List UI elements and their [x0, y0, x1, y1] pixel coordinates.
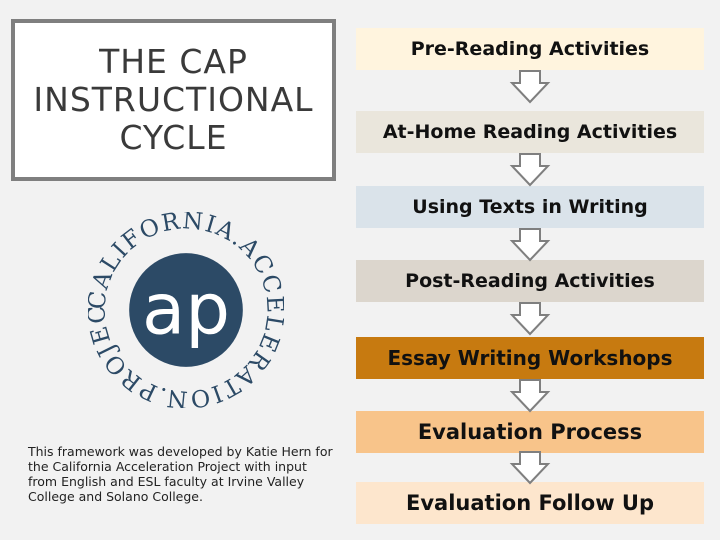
logo-inner-circle — [129, 253, 243, 367]
step-box-essay-writing: Essay Writing Workshops — [356, 337, 704, 379]
step-label: At-Home Reading Activities — [382, 121, 678, 143]
step-box-evaluation-process: Evaluation Process — [356, 411, 704, 453]
step-label: Evaluation Process — [417, 420, 643, 444]
credit-text: This framework was developed by Katie He… — [28, 444, 333, 504]
step-box-at-home-reading: At-Home Reading Activities — [356, 111, 704, 153]
down-arrow-icon — [509, 379, 551, 413]
step-label: Essay Writing Workshops — [387, 346, 673, 370]
down-arrow-icon — [509, 228, 551, 262]
step-box-post-reading: Post-Reading Activities — [356, 260, 704, 302]
step-label: Using Texts in Writing — [412, 196, 648, 218]
down-arrow-icon — [509, 451, 551, 485]
logo-center-text: ap — [142, 269, 230, 351]
step-label: Post-Reading Activities — [405, 270, 655, 292]
step-box-using-texts: Using Texts in Writing — [356, 186, 704, 228]
step-label: Evaluation Follow Up — [406, 491, 654, 515]
step-label: Pre-Reading Activities — [410, 38, 650, 60]
step-box-pre-reading: Pre-Reading Activities — [356, 28, 704, 70]
cap-logo: CALIFORNIA.ACCELERATION.PROJECT. ap — [88, 212, 284, 408]
step-box-evaluation-follow-up: Evaluation Follow Up — [356, 482, 704, 524]
title-box: THE CAP INSTRUCTIONAL CYCLE — [11, 19, 336, 181]
down-arrow-icon — [509, 70, 551, 104]
down-arrow-icon — [509, 153, 551, 187]
page-title: THE CAP INSTRUCTIONAL CYCLE — [33, 42, 314, 157]
down-arrow-icon — [509, 302, 551, 336]
